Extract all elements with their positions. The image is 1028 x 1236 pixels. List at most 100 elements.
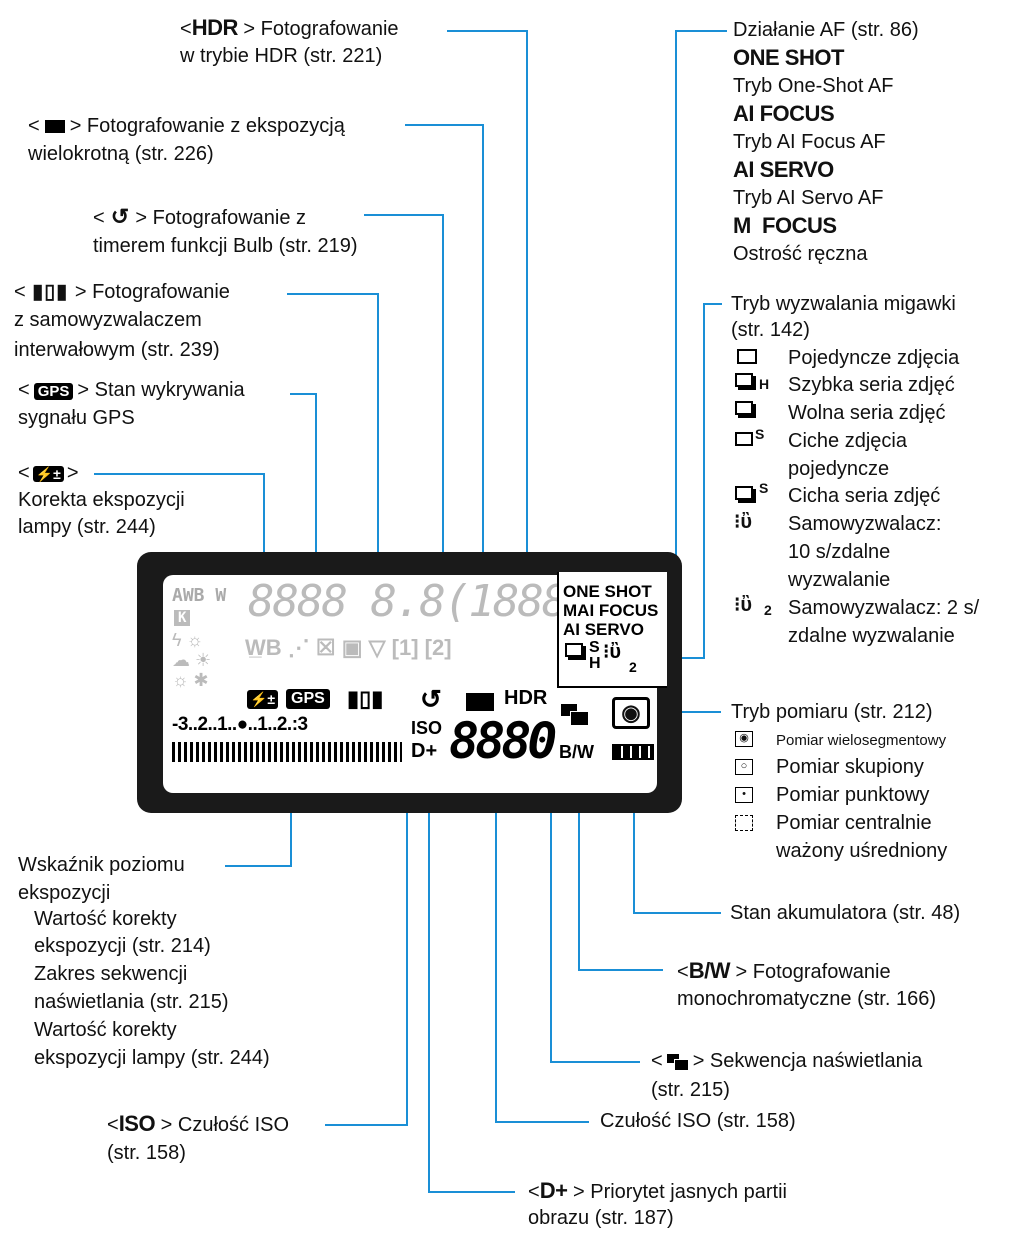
lcd-exposure-scale: -3..2..1..●..1..2.:3 [172,714,308,735]
leader-dplus [428,760,515,1193]
gps-label: <GPS> Stan wykrywania [18,379,245,401]
bracket-ref: (str. 215) [651,1079,730,1101]
gps-desc: sygnału GPS [18,407,135,429]
af-desc-m-focus: Ostrość ręczna [733,243,868,265]
af-code-m-focus: M FOCUS [733,213,837,238]
drive-label-timer2: Samowyzwalacz: 2 s/ [788,597,980,619]
exposure-line-5: Wartość korekty [34,1019,177,1041]
hdr-label: <HDR > Fotografowanie [180,15,399,40]
metering-label-center: Pomiar centralnie [776,812,932,834]
interval-timer-icon: ▮▯▮ [25,281,75,303]
lcd-af-ai-servo: AI SERVO [563,620,644,639]
bw-label: <B/W > Fotografowanie [677,958,891,983]
leader-bulb [364,214,444,688]
af-desc-ai-focus: Tryb AI Focus AF [733,131,886,153]
metering-title: Tryb pomiaru (str. 212) [731,701,933,723]
lcd-af-one-shot: ONE SHOT [563,582,652,601]
af-code-ai-focus: AI FOCUS [733,101,835,126]
low-speed-continuous-icon [735,401,753,415]
metering-label-spot: Pomiar punktowy [776,784,930,806]
drive-label-silent-cont: Cicha seria zdjęć [788,485,941,507]
center-weighted-metering-icon [735,815,753,831]
drive-sub-h: H [759,376,770,392]
self-timer-10s-icon: ⁝ὒ [734,511,752,533]
gps-icon: GPS [33,383,74,400]
lcd-hdr-icon: HDR [504,687,548,709]
hdr-ref: w trybie HDR (str. 221) [180,45,383,67]
drive-title: Tryb wyzwalania migawki [731,293,956,315]
drive-label-timer10: Samowyzwalacz: [788,513,942,535]
leader-hdr [447,30,528,690]
flash-comp-ref: lampy (str. 244) [18,516,156,538]
spot-metering-icon: • [735,787,753,803]
lcd-af-block: ONE SHOT MAI FOCUS AI SERVO S H ⁝ὒ 2 [557,572,667,688]
leader-iso [325,720,408,1126]
self-timer-2s-icon: ⁝ὒ [734,594,752,616]
bulb-timer-label: < ↺ > Fotografowanie z [93,204,307,229]
bracket-icon [666,1053,689,1071]
exposure-line-6: ekspozycji lampy (str. 244) [34,1047,270,1069]
lcd-flash-comp-icon: ⚡± [247,690,279,709]
metering-label-center-2: ważony uśredniony [776,840,948,862]
lcd-multi-icon [466,693,494,711]
af-code-one-shot: ONE SHOT [733,45,844,70]
dplus-label: <D+ > Priorytet jasnych partii [528,1178,787,1203]
drive-sub-s2: S [759,480,769,496]
lcd-bulb-icon: ↺ [420,684,442,714]
iso-value-label: Czułość ISO (str. 158) [600,1110,796,1132]
silent-continuous-icon [735,486,753,500]
drive-label-timer10-3: wyzwalanie [788,569,891,591]
iso-ref: (str. 158) [107,1142,186,1164]
single-shot-icon [737,349,757,364]
dplus-ref: obrazu (str. 187) [528,1207,674,1229]
lcd-metering-icon: ◉ [612,697,650,729]
iso-label: <ISO > Czułość ISO [107,1111,290,1136]
drive-label-silent-single-2: pojedyncze [788,458,890,480]
leader-bracket [550,720,640,1063]
drive-label-timer10-2: 10 s/zdalne [788,541,891,563]
exposure-line-4: naświetlania (str. 215) [34,991,229,1013]
lcd-interval-icon: ▮▯▮ [347,686,384,711]
drive-ref: (str. 142) [731,319,810,341]
lcd-battery-icon [612,744,654,760]
leader-bw [578,768,663,971]
drive-label-silent-single: Ciche zdjęcia [788,430,907,452]
interval-timer-label: < ▮▯▮ > Fotografowanie [14,281,230,303]
lcd-wb-indicator: AWB W [172,585,227,606]
partial-metering-icon: ○ [735,759,753,775]
af-desc-ai-servo: Tryb AI Servo AF [733,187,884,209]
lcd-gps-icon: GPS [286,689,330,709]
bracket-label: <> Sekwencja naświetlania [651,1050,923,1072]
exposure-line-1: Wartość korekty [34,908,177,930]
lcd-gray-icons: W̲B ⋰ ☒ ▣ ▽ [1] [2] [245,635,452,660]
metering-label-partial: Pomiar skupiony [776,756,924,778]
flash-comp-label: <⚡±> [18,462,79,484]
leader-multi [405,124,484,690]
lcd-k-indicator: K [174,610,191,626]
multi-exposure-icon [44,120,65,134]
af-list: ONE SHOT Tryb One-Shot AF AI FOCUS Tryb … [733,44,893,268]
metering-label-evaluative: Pomiar wielosegmentowy [776,732,947,749]
exposure-line-2: ekspozycji (str. 214) [34,935,211,957]
exposure-title: Wskaźnik poziomu [18,854,185,876]
bulb-timer-ref: timerem funkcji Bulb (str. 219) [93,235,358,257]
bulb-timer-icon: ↺ [104,204,136,229]
lcd-exposure-bar [172,742,402,762]
lcd-bw-icon: B/W [559,742,594,762]
silent-single-icon [735,432,753,446]
multi-exposure-label: <> Fotografowanie z ekspozycją [28,115,345,137]
lcd-bracket-icon [561,704,591,728]
battery-label: Stan akumulatora (str. 48) [730,902,961,924]
flash-comp-icon: ⚡± [32,466,64,482]
drive-sub-2: 2 [764,602,772,618]
af-title: Działanie AF (str. 86) [733,19,919,41]
exposure-line-3: Zakres sekwencji [34,963,188,985]
af-code-ai-servo: AI SERVO [733,157,834,182]
drive-label-low: Wolna seria zdjęć [788,402,946,424]
drive-sub-s1: S [755,426,765,442]
lcd-dplus-label: D+ [411,740,438,762]
interval-timer-l2: z samowyzwalaczem [14,309,202,331]
leader-drive [675,303,722,659]
exposure-title-2: ekspozycji [18,882,111,904]
